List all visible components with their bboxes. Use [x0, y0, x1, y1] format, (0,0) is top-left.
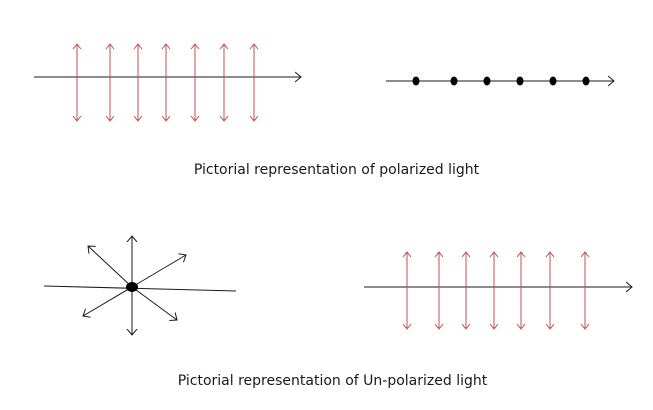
unpolarized-caption: Pictorial representation of Un-polarized…: [177, 373, 488, 389]
unpolarized-end-view: [43, 236, 237, 335]
reference-line: [43, 285, 237, 292]
center-dot: [126, 282, 138, 292]
vibration-dot: [582, 76, 590, 86]
radial-arrow: [131, 255, 186, 288]
polarized-end-view: [386, 77, 614, 86]
vibration-dot: [450, 76, 458, 86]
polarized-caption: Pictorial representation of polarized li…: [193, 162, 480, 178]
vibration-dot: [549, 76, 557, 86]
radial-arrow: [131, 286, 177, 320]
unpolarized-side-view: [364, 252, 632, 329]
vibration-dot: [516, 76, 524, 86]
vibration-dots: [412, 76, 590, 86]
radial-vibration-arrows: [83, 236, 186, 335]
polarized-side-view: [34, 44, 301, 121]
vibration-dot: [483, 76, 491, 86]
vibration-dot: [412, 76, 420, 86]
vibration-arrows: [77, 44, 254, 121]
radial-arrow: [88, 246, 133, 288]
radial-arrow: [83, 286, 133, 316]
vibration-arrows: [407, 252, 585, 329]
